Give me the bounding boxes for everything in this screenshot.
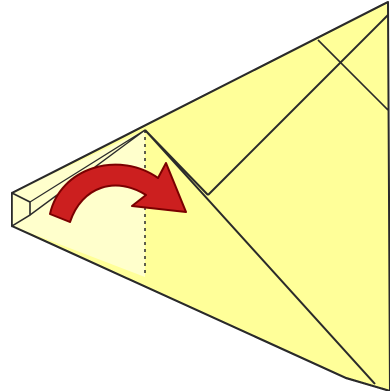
- origami-diagram: [0, 0, 390, 391]
